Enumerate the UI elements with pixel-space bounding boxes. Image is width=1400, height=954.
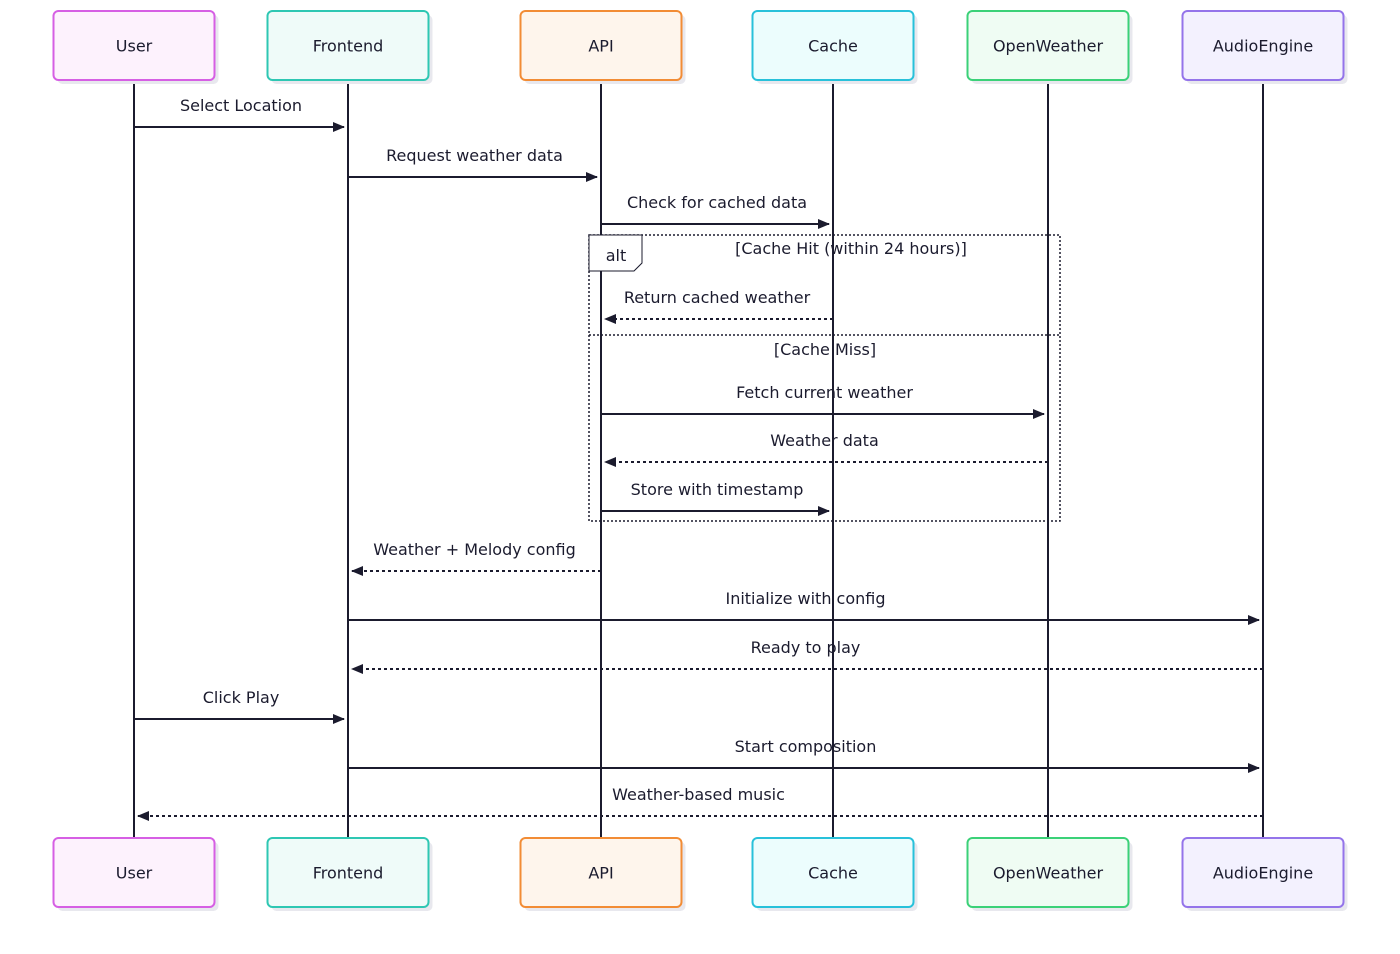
message-7: Store with timestamp xyxy=(601,480,830,516)
actor-bottom-cache: Cache xyxy=(751,837,918,911)
message-12: Start composition xyxy=(348,737,1260,773)
message-8: Weather + Melody config xyxy=(351,540,601,576)
actor-label: API xyxy=(588,864,613,883)
actor-box xyxy=(52,837,216,908)
actor-box xyxy=(266,837,430,908)
message-10: Ready to play xyxy=(351,638,1263,674)
message-label: Weather + Melody config xyxy=(373,540,576,559)
lifelines xyxy=(133,80,1264,838)
actor-label: API xyxy=(588,37,613,56)
actor-label: OpenWeather xyxy=(993,37,1104,56)
alt-frame: alt [Cache Hit (within 24 hours)] [Cache M… xyxy=(588,234,1061,522)
actor-top-cache: Cache xyxy=(751,10,918,84)
actor-bottom-frontend: Frontend xyxy=(266,837,433,911)
alt-frame-label: alt xyxy=(606,246,627,265)
actor-box xyxy=(966,10,1130,81)
actor-box xyxy=(52,10,216,81)
message-label: Ready to play xyxy=(751,638,861,657)
message-11: Click Play xyxy=(134,688,345,724)
message-4: Return cached weather xyxy=(604,288,833,324)
message-label: Fetch current weather xyxy=(736,383,913,402)
actor-label: AudioEngine xyxy=(1213,37,1313,56)
actor-label: Frontend xyxy=(313,864,384,883)
actor-bottom-openweather: OpenWeather xyxy=(966,837,1133,911)
actor-label: User xyxy=(116,37,153,56)
message-label: Start composition xyxy=(735,737,877,756)
message-label: Return cached weather xyxy=(624,288,811,307)
actor-label: Cache xyxy=(808,37,858,56)
actor-label: OpenWeather xyxy=(993,864,1104,883)
actor-box xyxy=(1181,10,1345,81)
message-label: Check for cached data xyxy=(627,193,807,212)
actor-box xyxy=(751,837,915,908)
actor-top-openweather: OpenWeather xyxy=(966,10,1133,84)
message-13: Weather-based music xyxy=(137,785,1263,821)
message-2: Request weather data xyxy=(348,146,598,182)
actor-top-audioengine: AudioEngine xyxy=(1181,10,1348,84)
actor-box xyxy=(751,10,915,81)
alt-condition-1: [Cache Hit (within 24 hours)] xyxy=(735,239,967,258)
actor-box xyxy=(1181,837,1345,908)
message-9: Initialize with config xyxy=(348,589,1260,625)
message-3: Check for cached data xyxy=(601,193,830,229)
actors-bottom: User Frontend API Cache OpenWeather AudioEngi… xyxy=(52,837,1348,911)
alt-frame-label-box xyxy=(588,234,643,272)
actor-label: Frontend xyxy=(313,37,384,56)
actor-top-api: API xyxy=(519,10,686,84)
message-1: Select Location xyxy=(134,96,345,132)
actor-label: AudioEngine xyxy=(1213,864,1313,883)
actors-top: User Frontend API Cache OpenWeather AudioEngi… xyxy=(52,10,1348,84)
alt-condition-2: [Cache Miss] xyxy=(774,340,876,359)
actor-box xyxy=(266,10,430,81)
actor-box xyxy=(519,10,683,81)
actor-box xyxy=(966,837,1130,908)
message-5: Fetch current weather xyxy=(601,383,1045,419)
actor-box xyxy=(519,837,683,908)
message-label: Click Play xyxy=(203,688,280,707)
actor-top-frontend: Frontend xyxy=(266,10,433,84)
message-label: Weather-based music xyxy=(612,785,785,804)
message-6: Weather data xyxy=(604,431,1048,467)
actor-bottom-audioengine: AudioEngine xyxy=(1181,837,1348,911)
alt-frame-border xyxy=(588,234,1061,522)
actor-label: Cache xyxy=(808,864,858,883)
message-label: Weather data xyxy=(770,431,879,450)
message-label: Request weather data xyxy=(386,146,563,165)
actor-bottom-api: API xyxy=(519,837,686,911)
message-label: Store with timestamp xyxy=(631,480,804,499)
message-label: Initialize with config xyxy=(725,589,885,608)
actor-top-user: User xyxy=(52,10,219,84)
actor-bottom-user: User xyxy=(52,837,219,911)
message-label: Select Location xyxy=(180,96,302,115)
actor-label: User xyxy=(116,864,153,883)
